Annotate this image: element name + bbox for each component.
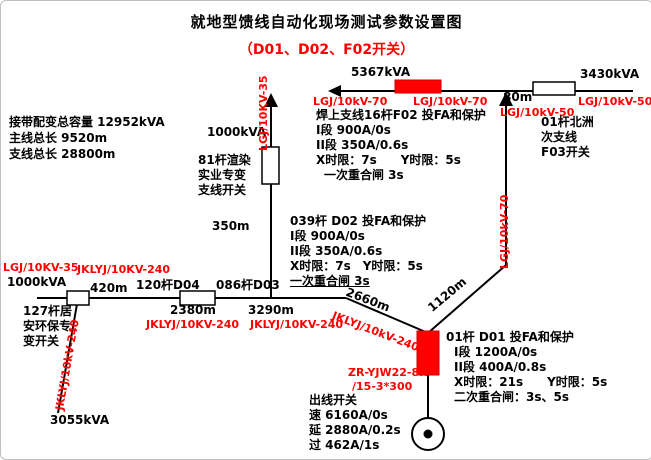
- switch-127-symbol: [66, 290, 90, 306]
- f03-line3: F03开关: [541, 145, 590, 159]
- station-params: 出线开关 速 6160A/0s 延 2880A/0.2s 过 462A/1s: [309, 393, 401, 453]
- label-length-3290m: 3290m: [248, 303, 294, 317]
- switch-81-symbol: [261, 146, 280, 185]
- label-conductor-lgj70-left: LGJ/10kV-70: [313, 95, 388, 108]
- station-dot: [423, 429, 433, 439]
- switch-f02-symbol: [394, 79, 442, 94]
- f03-line1: 01杆北洲: [541, 115, 594, 129]
- stat-total-capacity: 接带配变总容量 12952kVA: [9, 115, 165, 129]
- label-length-420m: 420m: [90, 281, 128, 295]
- label-cable-type-1: ZR-YJW22-8.7: [348, 366, 431, 379]
- f03-switch-label: 01杆北洲 次支线 F03开关: [541, 115, 594, 160]
- d02-param2: II段 350A/0.6s: [290, 244, 383, 258]
- label-switch-d04: 120杆D04: [136, 278, 200, 292]
- d02-params: 039杆 D02 投FA和保护 I段 900A/0s II段 350A/0.6s…: [290, 214, 426, 289]
- f02-params: 焊上支线16杆F02 投FA和保护 I段 900A/0s II段 350A/0.…: [316, 108, 486, 183]
- arrow-up-icon: [499, 92, 513, 106]
- label-kva-5367: 5367kVA: [351, 65, 411, 79]
- d01-to-f02-diagonal: [427, 264, 507, 334]
- switch81-line1: 81杆渲染: [198, 153, 251, 167]
- label-length-80m: 80m: [503, 90, 533, 104]
- arrow-up-icon: [264, 93, 278, 107]
- switch127-label: 127杆居 安环保专 变开关: [23, 304, 72, 349]
- d02-param1: I段 900A/0s: [290, 229, 365, 243]
- branch127-line: [57, 303, 78, 414]
- label-conductor-lgj70-vertical: LGJ/10kV-70: [498, 194, 511, 269]
- page-title: 就地型馈线自动化现场测试参数设置图: [190, 13, 463, 31]
- switch127-line2: 安环保专: [23, 319, 72, 333]
- station-title: 出线开关: [309, 393, 358, 407]
- d02-title: 039杆 D02 投FA和保护: [290, 214, 427, 228]
- station-param1: 速 6160A/0s: [309, 408, 388, 422]
- switch127-line1: 127杆居: [23, 304, 73, 318]
- label-kva-3055: 3055kVA: [50, 413, 110, 427]
- d01-param3: X时限：21s Y时限：5s: [454, 375, 608, 389]
- label-conductor-lgj50-mid: LGJ/10kV-50: [500, 106, 575, 119]
- f03-line2: 次支线: [541, 130, 578, 144]
- label-kva-3430: 3430kVA: [580, 67, 640, 81]
- switch127-line3: 变开关: [23, 334, 60, 348]
- label-length-2380m: 2380m: [170, 303, 216, 317]
- d01-param4: 二次重合闸：3s、5s: [454, 390, 569, 404]
- switch-d04-d03-symbol: [179, 290, 216, 306]
- d01-param1: I段 1200A/0s: [454, 345, 538, 359]
- label-conductor-jklyj-1: JKLYJ/10KV-240: [77, 263, 171, 276]
- label-conductor-lgj70-right: LGJ/10kV-70: [413, 95, 488, 108]
- label-conductor-lgj35-left: LGJ/10KV-35: [3, 261, 79, 274]
- switch81-label: 81杆渲染 实业专变 支线开关: [198, 153, 251, 198]
- f02-param1: I段 900A/0s: [316, 123, 391, 137]
- label-switch-d03: 086杆D03: [216, 278, 280, 292]
- label-conductor-jklyj-3: JKLYJ/10KV-240: [250, 318, 344, 331]
- label-conductor-lgj50-right: LGJ/10kV-50: [578, 95, 651, 108]
- d01-params: 01杆 D01 投FA和保护 I段 1200A/0s II段 400A/0.8s…: [446, 330, 607, 405]
- switch81-line2: 实业专变: [198, 168, 247, 182]
- label-conductor-lgj35-vertical: LGJ/10KV-35: [257, 75, 270, 151]
- stat-main-length: 主线总长 9520m: [9, 131, 108, 145]
- label-kva-1000-top: 1000kVA: [207, 125, 267, 139]
- switch-f03-symbol: [532, 81, 576, 96]
- page-subtitle: （D01、D02、F02开关）: [238, 42, 415, 58]
- label-cable-type-2: /15-3*300: [352, 380, 413, 393]
- f02-param3: X时限：7s Y时限：5s: [316, 153, 461, 167]
- d01-title: 01杆 D01 投FA和保护: [446, 330, 574, 344]
- f02-title: 焊上支线16杆F02 投FA和保护: [316, 108, 486, 122]
- label-kva-1000-left: 1000kVA: [7, 275, 67, 289]
- arrow-left-icon: [328, 85, 341, 97]
- station-param2: 延 2880A/0.2s: [309, 423, 401, 437]
- f02-param2: II段 350A/0.6s: [316, 138, 409, 152]
- main-feeder-diagonal: [345, 297, 429, 334]
- switch81-line3: 支线开关: [198, 183, 247, 197]
- stat-branch-length: 支线总长 28800m: [9, 147, 116, 161]
- d02-param3: X时限：7s Y时限：5s: [290, 259, 423, 273]
- f02-param4: 一次重合闸 3s: [324, 168, 404, 182]
- d02-param4: 一次重合闸 3s: [290, 274, 370, 288]
- switch-d01-symbol: [416, 330, 440, 376]
- station-param3: 过 462A/1s: [309, 438, 380, 452]
- label-conductor-jklyj-2: JKLYJ/10KV-240: [146, 318, 240, 331]
- label-length-350m: 350m: [212, 219, 250, 233]
- d01-param2: II段 400A/0.8s: [454, 360, 547, 374]
